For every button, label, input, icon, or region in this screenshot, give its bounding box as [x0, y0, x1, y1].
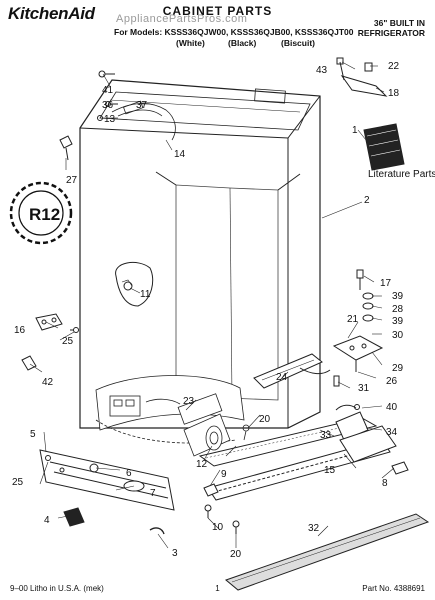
callout-9: 9	[221, 469, 227, 480]
part-cover-11	[115, 261, 154, 307]
callout-33: 33	[320, 430, 332, 441]
part-hinge-16	[21, 313, 79, 371]
footer-part-number: Part No. 4388691	[362, 584, 425, 593]
callout-24: 24	[276, 372, 288, 383]
color-biscuit: (Biscuit)	[281, 38, 315, 48]
part-clip-27	[59, 135, 73, 161]
callout-7: 7	[150, 488, 156, 499]
callout-21: 21	[347, 314, 359, 325]
part-bracket-4	[63, 507, 165, 535]
footer-litho: 9–00 Litho in U.S.A. (mek)	[10, 584, 104, 593]
stamp-text: R12	[29, 205, 60, 224]
callout-23: 23	[183, 396, 195, 407]
callout-20a: 20	[259, 414, 271, 425]
watermark: AppliancePartsPros.com	[116, 13, 248, 25]
callout-37: 37	[136, 100, 148, 111]
callout-5: 5	[30, 429, 36, 440]
part-strip-32	[225, 513, 430, 591]
color-white: (White)	[176, 38, 205, 48]
product-type: 36" BUILT IN REFRIGERATOR	[358, 18, 425, 38]
part-channel-24	[253, 353, 331, 389]
callout-41: 41	[102, 85, 114, 96]
callout-22: 22	[388, 61, 400, 72]
callout-39b: 39	[392, 316, 404, 327]
callout-27: 27	[66, 175, 78, 186]
part-hinge-right	[332, 269, 384, 387]
callout-6: 6	[126, 468, 132, 479]
callout-20b: 20	[230, 549, 242, 560]
callout-39a: 39	[392, 291, 404, 302]
page-title: CABINET PARTS	[162, 4, 273, 18]
callout-4: 4	[44, 515, 50, 526]
callout-12: 12	[196, 459, 208, 470]
callouts: 1 2 3 4 5 6 7 8 9 10 11 12 13 14 15 16 1…	[12, 61, 404, 560]
callout-26: 26	[386, 376, 398, 387]
part-rail-5	[39, 449, 175, 511]
callout-29: 29	[392, 363, 404, 374]
callout-2: 2	[364, 195, 370, 206]
product-line-2: REFRIGERATOR	[357, 28, 425, 38]
callout-1: 1	[352, 125, 358, 136]
part-bracket-18	[336, 57, 388, 97]
callout-15: 15	[324, 465, 336, 476]
part-literature	[363, 123, 405, 171]
footer-page-number: 1	[215, 584, 220, 593]
callout-28: 28	[392, 304, 404, 315]
part-top-harness	[111, 100, 176, 141]
brand-logo: KitchenAid	[8, 4, 95, 23]
leader-lines	[29, 61, 395, 549]
part-compartment	[95, 375, 250, 457]
callout-34: 34	[386, 427, 398, 438]
color-black: (Black)	[228, 38, 257, 48]
callout-11: 11	[140, 289, 151, 300]
callout-14: 14	[174, 149, 186, 160]
cabinet-shell	[79, 79, 321, 429]
callout-16: 16	[14, 325, 26, 336]
callout-10: 10	[212, 522, 224, 533]
callout-36: 36	[102, 100, 114, 111]
callout-13: 13	[104, 114, 116, 125]
callout-3: 3	[172, 548, 178, 559]
callout-30: 30	[392, 330, 404, 341]
literature-label: Literature Parts	[368, 169, 435, 180]
models-line: For Models: KSSS36QJW00, KSSS36QJB00, KS…	[114, 27, 354, 37]
callout-42: 42	[42, 377, 54, 388]
product-line-1: 36" BUILT IN	[373, 18, 425, 28]
callout-32: 32	[308, 523, 320, 534]
callout-43: 43	[316, 65, 328, 76]
callout-40: 40	[386, 402, 398, 413]
callout-25b: 25	[12, 477, 24, 488]
stamp-r12	[9, 181, 73, 245]
callout-25a: 25	[62, 336, 74, 347]
callout-31: 31	[358, 383, 370, 394]
callout-17: 17	[380, 278, 392, 289]
callout-18: 18	[388, 88, 400, 99]
callout-8: 8	[382, 478, 388, 489]
part-wire-40	[335, 404, 360, 411]
part-screw-9	[203, 483, 240, 534]
